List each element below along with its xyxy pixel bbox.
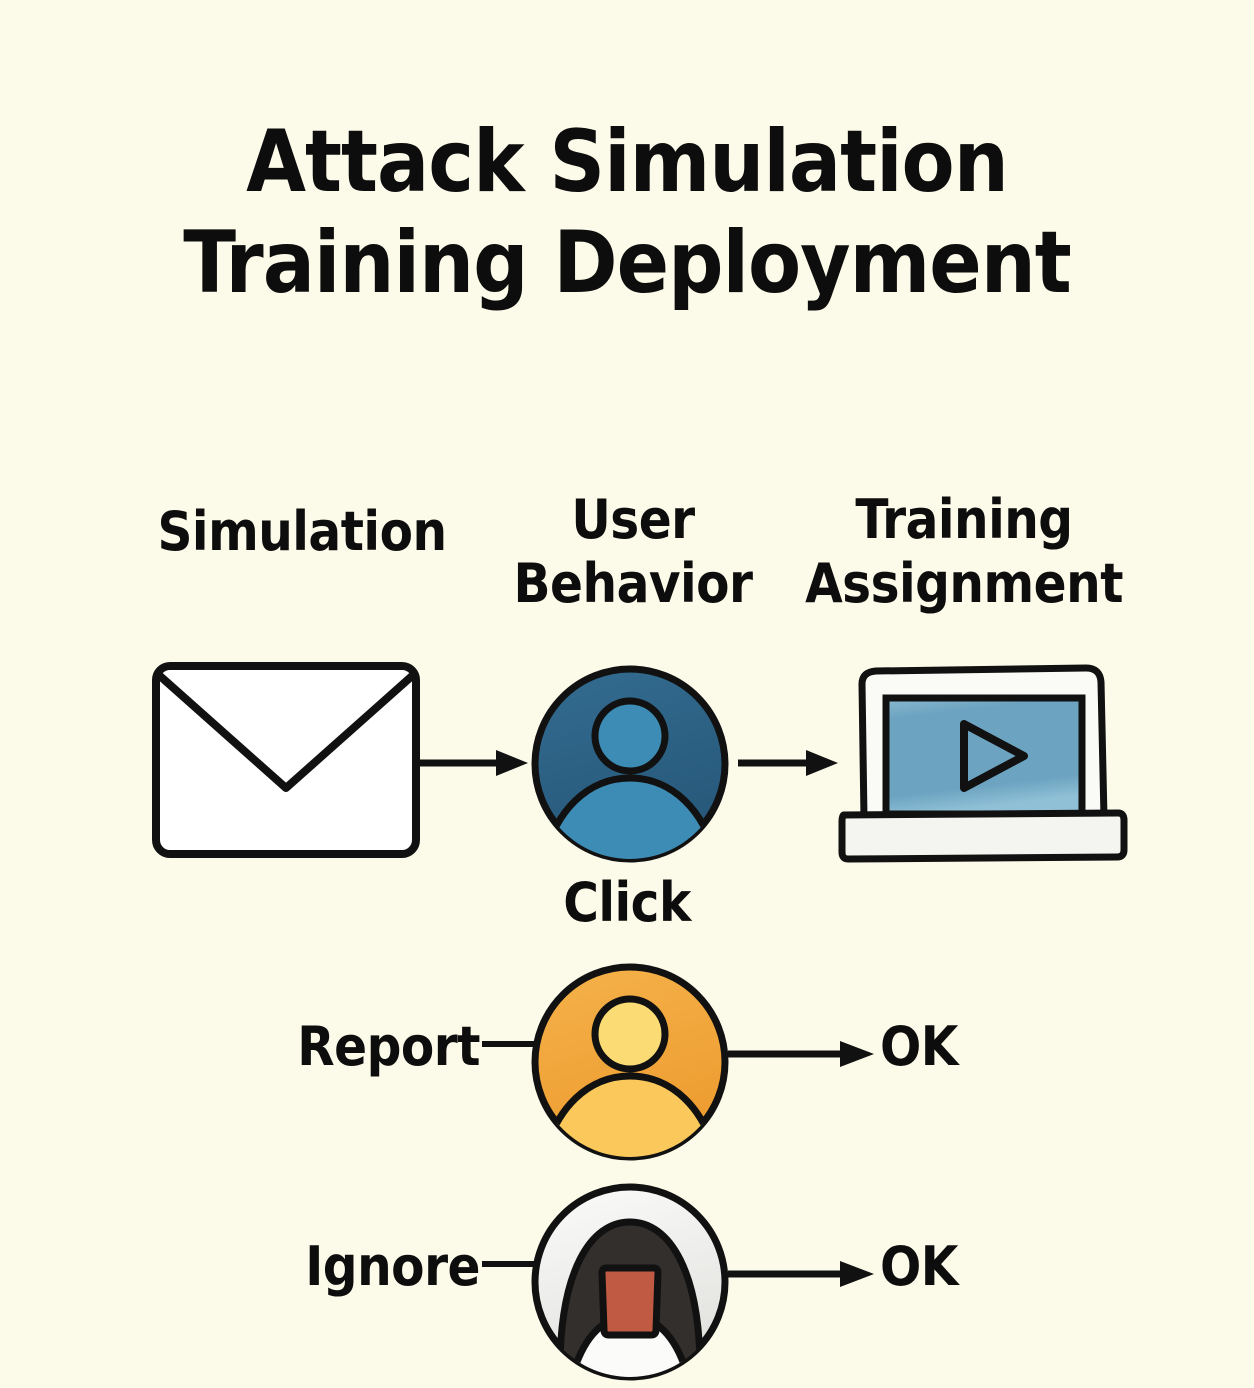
node-label-ignore-ok: OK xyxy=(880,1235,958,1298)
user-avatar-ignore-icon xyxy=(528,1180,732,1384)
node-label-report-ok: OK xyxy=(880,1015,958,1078)
arrow-right-icon xyxy=(736,742,840,784)
laptop-video-icon xyxy=(836,660,1128,866)
connector-line-ignore xyxy=(482,1258,542,1270)
arrow-right-icon xyxy=(726,1036,876,1072)
column-header-simulation: Simulation xyxy=(157,500,447,563)
node-label-report: Report xyxy=(297,1015,480,1078)
column-header-training-assignment: Training Assignment xyxy=(805,488,1123,615)
column-header-user-behavior: User Behavior xyxy=(513,488,754,615)
arrow-right-icon xyxy=(726,1256,876,1292)
arrow-right-icon xyxy=(418,742,530,784)
node-label-ignore: Ignore xyxy=(305,1235,480,1298)
edge-label-click: Click xyxy=(563,871,691,934)
envelope-icon xyxy=(150,660,422,860)
user-avatar-icon xyxy=(528,662,732,866)
user-avatar-report-icon xyxy=(528,960,732,1164)
page-title: Attack Simulation Training Deployment xyxy=(183,112,1072,314)
connector-line-report xyxy=(482,1038,542,1050)
